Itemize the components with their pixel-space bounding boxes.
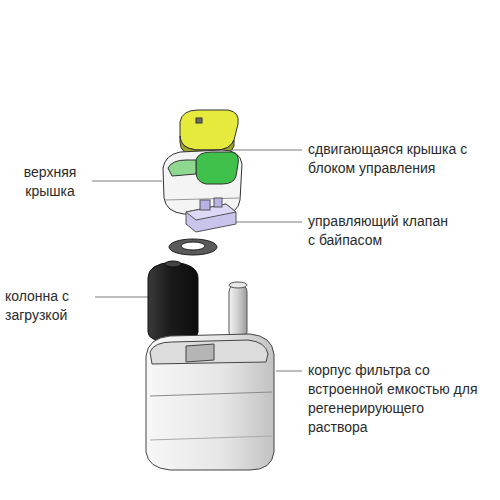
part-label: корпус фильтра со встроенной емкостью дл… — [308, 361, 478, 437]
part-label: верхняя крышка — [10, 163, 90, 201]
control-valve — [186, 198, 236, 232]
filter-housing — [146, 334, 274, 470]
part-label: управляющий клапан с байпасом — [308, 212, 448, 250]
ring-gasket — [169, 239, 217, 255]
part-label: колонна с загрузкой — [5, 287, 93, 325]
part-label: сдвигающаяся крышка с блоком управления — [308, 140, 488, 178]
sliding-lid — [180, 110, 238, 156]
top-cover — [163, 150, 242, 214]
brine-tube — [229, 282, 247, 340]
resin-column — [148, 261, 198, 342]
